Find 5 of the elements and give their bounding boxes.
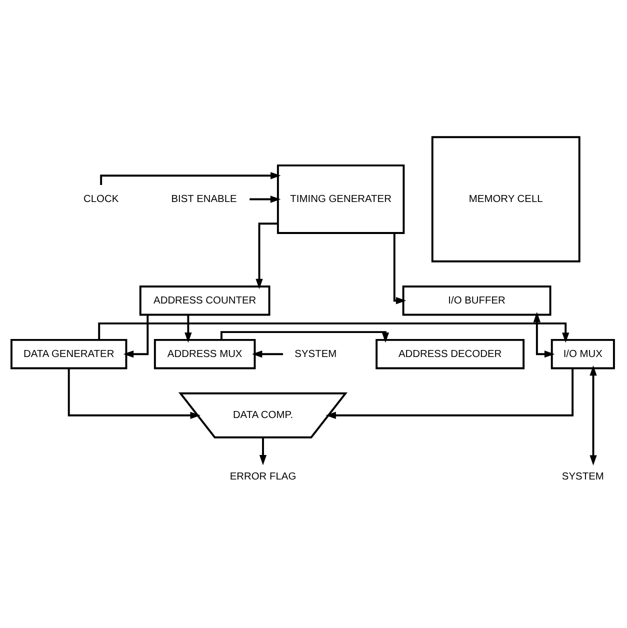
node-text: ERROR FLAG <box>230 471 296 482</box>
node-text: BIST ENABLE <box>171 194 237 205</box>
node-text: SYSTEM <box>294 348 337 360</box>
node-text: CLOCK <box>84 194 119 205</box>
node-text: SYSTEM <box>562 471 604 482</box>
